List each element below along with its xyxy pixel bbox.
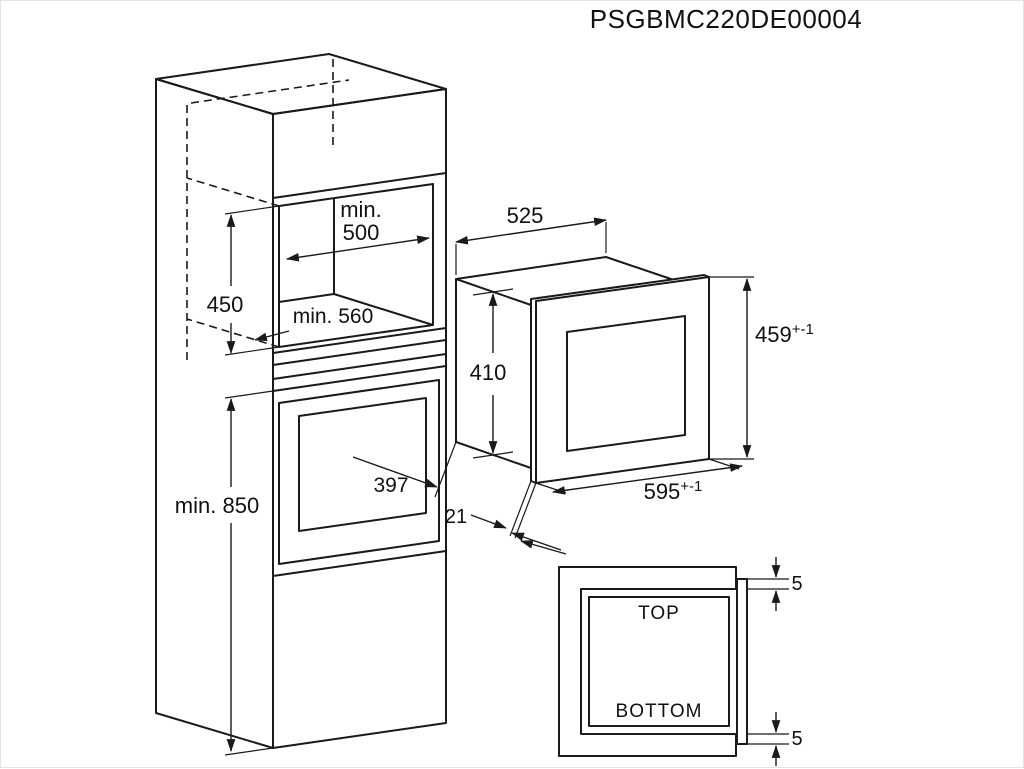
extension-ticks <box>434 441 532 537</box>
leader-arrow <box>253 330 290 342</box>
cabinet-top-face <box>155 53 447 115</box>
body-depth-label: 397 <box>373 474 408 497</box>
extension-ticks <box>535 458 740 494</box>
dimension-arrow <box>470 514 508 529</box>
dimension-niche-depth-560: min. 560 <box>253 305 374 342</box>
cabinet-oven-door <box>278 379 440 565</box>
niche-width-label-min: min. <box>340 197 382 222</box>
section-detail: TOP BOTTOM 5 5 <box>558 557 803 766</box>
gap-bottom-label: 5 <box>791 728 802 750</box>
dimension-arrow <box>519 540 567 555</box>
dimension-line <box>551 463 744 495</box>
dimension-floor-height-850: min. 850 <box>175 390 274 756</box>
floor-height-label: min. 850 <box>175 493 259 518</box>
dimension-line <box>510 532 562 551</box>
body-height-label: 410 <box>470 360 507 385</box>
cabinet-drawing <box>155 53 447 749</box>
extension-lines <box>224 205 280 356</box>
extension-lines <box>224 390 274 756</box>
dimension-niche-width-500: min. 500 <box>285 197 431 262</box>
dimension-frame-height-459: 459+-1 <box>709 276 814 460</box>
dimension-frame-overhang-21: 21 <box>445 482 567 555</box>
dimension-frame-width-595: 595+-1 <box>535 458 744 504</box>
dimension-line <box>352 456 439 488</box>
cabinet-hidden-edges <box>186 59 350 363</box>
dimension-line <box>285 235 431 262</box>
extension-tick <box>514 482 537 539</box>
model-number: PSGBMC220DE00004 <box>590 4 862 34</box>
frame-overhang-label: 21 <box>445 506 467 528</box>
body-width-label: 525 <box>507 203 544 228</box>
gap-top-label: 5 <box>791 573 802 595</box>
dimension-niche-height-450: 450 <box>207 205 280 356</box>
section-top-label: TOP <box>638 603 680 624</box>
niche-section-walls <box>558 566 737 757</box>
section-bottom-label: BOTTOM <box>616 701 703 722</box>
frame-height-label: 459+-1 <box>755 321 814 347</box>
dimension-body-height-410: 410 <box>470 288 514 459</box>
niche-depth-label: min. 560 <box>293 305 374 328</box>
microwave-frame <box>530 274 710 484</box>
niche-height-label: 450 <box>207 292 244 317</box>
dimension-body-width-525: 525 <box>454 203 608 275</box>
niche-width-label-value: 500 <box>343 220 380 245</box>
extension-ticks <box>472 288 514 459</box>
microwave-section-body <box>588 596 730 727</box>
dimension-line <box>454 217 608 245</box>
extension-lines <box>709 276 754 460</box>
cabinet-panel-seams <box>272 172 447 577</box>
frame-width-label: 595+-1 <box>644 478 703 504</box>
dimension-body-depth-397: 397 <box>352 441 562 551</box>
section-extension-lines <box>747 578 789 745</box>
cabinet-side-face <box>155 78 274 749</box>
microwave-section-frame <box>736 578 748 745</box>
